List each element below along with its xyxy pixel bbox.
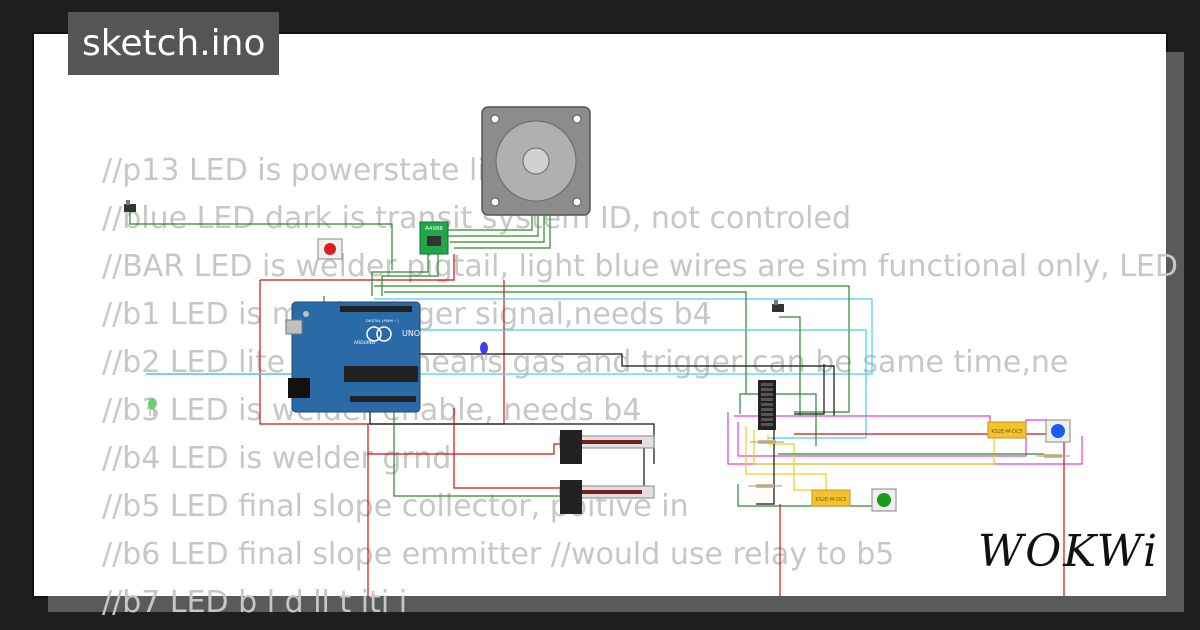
relay-label: KS2E-M-DC5 (991, 429, 1022, 435)
relay-module[interactable]: KS2E-M-DC5 (811, 489, 851, 507)
wire-black (414, 353, 835, 416)
slide-switch[interactable] (124, 200, 136, 212)
wire-green (129, 210, 393, 270)
wire-green (779, 316, 801, 416)
wire-lightblue (404, 329, 867, 439)
wire-green (443, 212, 539, 242)
project-preview[interactable]: //p13 LED is powerstate ligh //blue LED … (34, 34, 1178, 620)
wire-green (381, 254, 439, 296)
code-line: //b7 LED b l d ll t iti i (102, 585, 408, 620)
green-led[interactable] (148, 398, 156, 416)
resistor[interactable] (1036, 454, 1070, 458)
relay-module[interactable]: KS2E-M-DC5 (987, 421, 1027, 439)
green-pushbutton[interactable] (871, 488, 897, 512)
blue-led[interactable] (480, 342, 488, 360)
wire-lightblue (146, 298, 873, 375)
blue-pushbutton[interactable] (1045, 419, 1071, 443)
code-line: //BAR LED is welder pigtail, light blue … (102, 249, 1178, 284)
wire-black (634, 443, 654, 489)
wokwi-logo: WOKWi (978, 526, 1160, 577)
wire-yellow (753, 430, 995, 465)
board-sub-label: ARDUINO (354, 340, 376, 346)
wire-green (374, 285, 850, 413)
resistor[interactable] (750, 440, 784, 444)
wire-magenta (734, 415, 991, 424)
wire-green (371, 254, 429, 296)
wires (129, 210, 1083, 596)
wire-green (739, 393, 817, 446)
wire-green (393, 404, 564, 497)
board-label: UNO (402, 329, 420, 338)
wire-green (384, 291, 747, 394)
stepper-motor[interactable] (481, 106, 591, 216)
wire-red (453, 408, 582, 489)
slide-potentiometer[interactable] (559, 480, 655, 514)
wire-black (756, 430, 775, 505)
wire-red (368, 443, 564, 455)
wire-black (369, 404, 655, 464)
code-line: //b6 LED final slope emmitter //would us… (102, 537, 895, 572)
wire-black (794, 364, 825, 415)
arduino-uno[interactable]: UNO ARDUINO DIGITAL (PWM ~) (285, 301, 421, 413)
circuit-diagram: A4988 UNO ARDUINO DIGITAL (PWM ~) (124, 106, 1083, 596)
slide-potentiometer[interactable] (559, 430, 655, 464)
led-bar-graph[interactable] (758, 380, 776, 430)
red-pushbutton[interactable] (317, 238, 343, 260)
code-line: //p13 LED is powerstate ligh (102, 153, 524, 188)
driver-label: A4988 (425, 226, 443, 232)
relay-label: KS2E-M-DC5 (815, 497, 846, 503)
resistor[interactable] (748, 484, 782, 488)
project-title: sketch.ino (68, 12, 280, 75)
board-digital-label: DIGITAL (PWM ~) (366, 318, 399, 323)
wire-magenta (737, 419, 1048, 457)
wire-red (260, 254, 455, 281)
a4988-driver[interactable]: A4988 (419, 221, 449, 255)
code-line: //b4 LED is welder grnd (102, 441, 452, 476)
wire-green (454, 212, 551, 249)
slide-switch[interactable] (772, 300, 784, 312)
wire-green (450, 212, 545, 243)
